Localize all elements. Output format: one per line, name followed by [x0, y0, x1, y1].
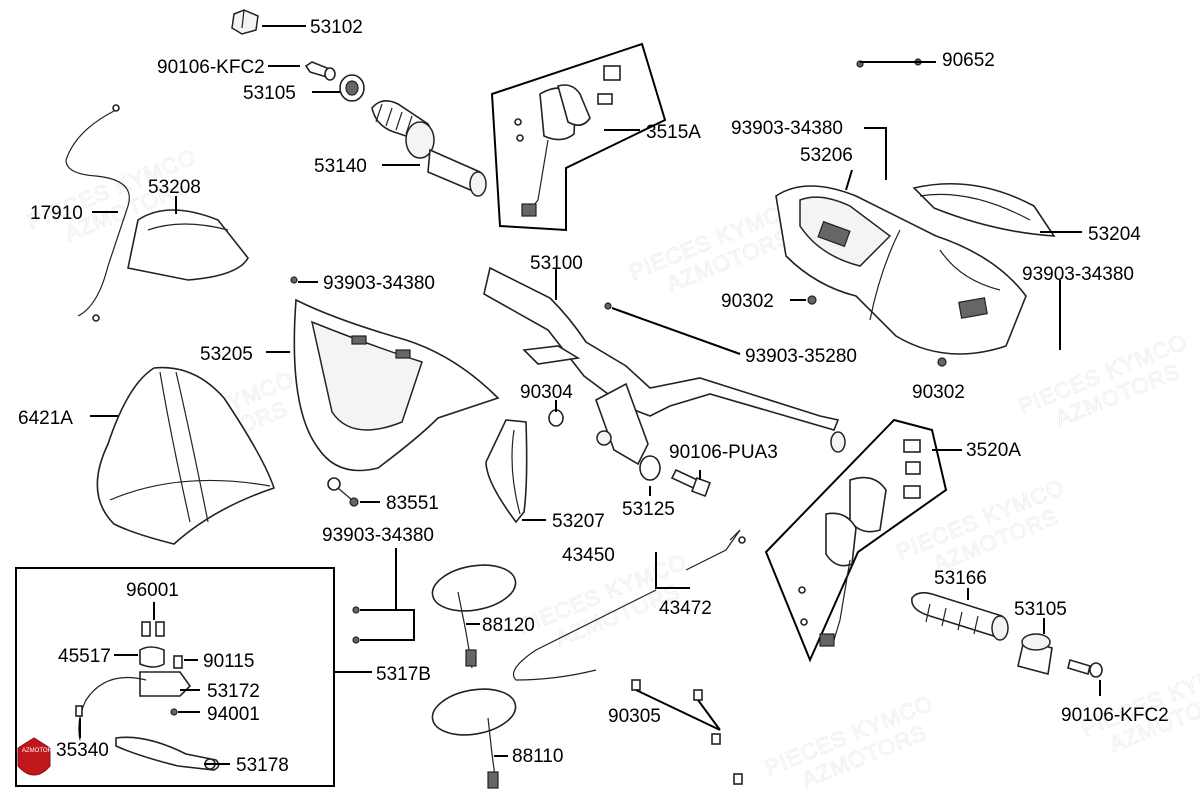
- part-43450-43472-cable: [512, 529, 746, 681]
- part-53140-throttle-grip: [371, 100, 487, 197]
- label-53178: 53178: [236, 755, 289, 776]
- label-90115: 90115: [203, 651, 254, 672]
- part-93903-35280: [604, 302, 612, 310]
- part-53204-meter-visor: [912, 182, 1056, 237]
- label-90305: 90305: [608, 706, 661, 727]
- label-93903-34380-c: 93903-34380: [323, 273, 435, 294]
- group-5317b-box: [15, 567, 335, 787]
- part-90304-washer: [548, 409, 564, 427]
- label-88120: 88120: [482, 615, 535, 636]
- label-53206: 53206: [800, 145, 853, 166]
- part-53105-weight-top: [339, 74, 365, 102]
- part-45517-master-cylinder: [139, 646, 192, 697]
- label-93903-35280: 93903-35280: [745, 346, 857, 367]
- part-53178-brake-lever: [115, 736, 220, 771]
- group-3520a-right-switch: [764, 418, 948, 663]
- label-35340: 35340: [56, 740, 109, 761]
- part-53100-handlebar: [483, 266, 846, 466]
- part-90106-kfc2-bolt-top: [304, 61, 336, 81]
- part-53205-front-handle-cover: [293, 298, 500, 472]
- label-5317b: 5317B: [376, 664, 431, 685]
- leader-93903-34380-d: [360, 548, 415, 641]
- leader-90305: [635, 689, 721, 731]
- part-93903-34380-d-screw: [352, 636, 360, 644]
- part-83551-nut: [327, 477, 359, 507]
- label-43450: 43450: [562, 545, 615, 566]
- label-94001: 94001: [207, 704, 260, 725]
- label-17910: 17910: [30, 203, 83, 224]
- label-90302-a: 90302: [721, 291, 774, 312]
- label-83551: 83551: [386, 493, 439, 514]
- part-53166-grip: [911, 591, 1009, 641]
- label-93903-34380-b: 93903-34380: [1022, 264, 1134, 285]
- part-90302-screw-b: [937, 357, 947, 367]
- logo-text: AZMOTORS: [22, 748, 56, 754]
- part-53105-weight-bottom: [1017, 633, 1053, 676]
- label-53125: 53125: [622, 499, 675, 520]
- label-3515a: 3515A: [646, 122, 701, 143]
- group-3515a-left-switch: [490, 42, 667, 232]
- label-53102: 53102: [310, 17, 363, 38]
- leader-93903-35280: [611, 307, 741, 355]
- label-53205: 53205: [200, 344, 253, 365]
- part-53207-cover: [485, 419, 528, 524]
- part-90106-kfc2-bolt-bottom: [1067, 658, 1103, 678]
- label-53105-bottom: 53105: [1014, 599, 1067, 620]
- label-88110: 88110: [512, 746, 563, 767]
- part-17910-brake-cable: [65, 104, 130, 322]
- label-43472: 43472: [659, 598, 712, 619]
- label-93903-34380-d: 93903-34380: [322, 525, 434, 546]
- leader-53206: [845, 169, 853, 191]
- label-90652: 90652: [942, 50, 995, 71]
- label-53207: 53207: [552, 511, 605, 532]
- part-6421a-windshield: [96, 366, 276, 545]
- part-53206-meter-cover: [775, 185, 1027, 355]
- label-93903-34380-a: 93903-34380: [731, 118, 843, 139]
- label-6421a: 6421A: [18, 408, 73, 429]
- part-93903-34380-d-screw: [352, 606, 360, 614]
- part-35340-brake-switch: [75, 676, 147, 741]
- part-88120-mirror: [431, 564, 517, 669]
- label-53100: 53100: [530, 253, 583, 274]
- part-90302-screw-a: [807, 295, 817, 305]
- label-90304: 90304: [520, 382, 573, 403]
- label-53166: 53166: [934, 568, 987, 589]
- leader-93903-34380-a: [864, 127, 887, 180]
- part-90115-screw: [173, 655, 183, 669]
- part-53208-cover: [127, 209, 249, 281]
- label-53105-top: 53105: [243, 83, 296, 104]
- label-53204: 53204: [1088, 224, 1141, 245]
- label-53172: 53172: [207, 681, 260, 702]
- label-53140: 53140: [314, 156, 367, 177]
- part-96001-bolts: [141, 621, 165, 637]
- label-3520a: 3520A: [966, 440, 1021, 461]
- label-90106-kfc2-top: 90106-KFC2: [157, 57, 265, 78]
- label-45517: 45517: [58, 646, 111, 667]
- azmotors-logo: AZMOTORS: [17, 737, 56, 776]
- part-90106-pua3-bolt: [670, 468, 711, 497]
- label-90302-b: 90302: [912, 382, 965, 403]
- part-94001-nut: [170, 708, 178, 716]
- label-96001: 96001: [126, 580, 179, 601]
- part-93903-34380-c: [290, 276, 298, 284]
- label-53208: 53208: [148, 177, 201, 198]
- label-90106-kfc2-bottom: 90106-KFC2: [1061, 705, 1169, 726]
- part-53125-collar: [639, 455, 661, 481]
- label-90106-pua3: 90106-PUA3: [669, 442, 778, 463]
- part-53102-cap: [231, 9, 259, 35]
- part-88110-mirror: [431, 688, 517, 789]
